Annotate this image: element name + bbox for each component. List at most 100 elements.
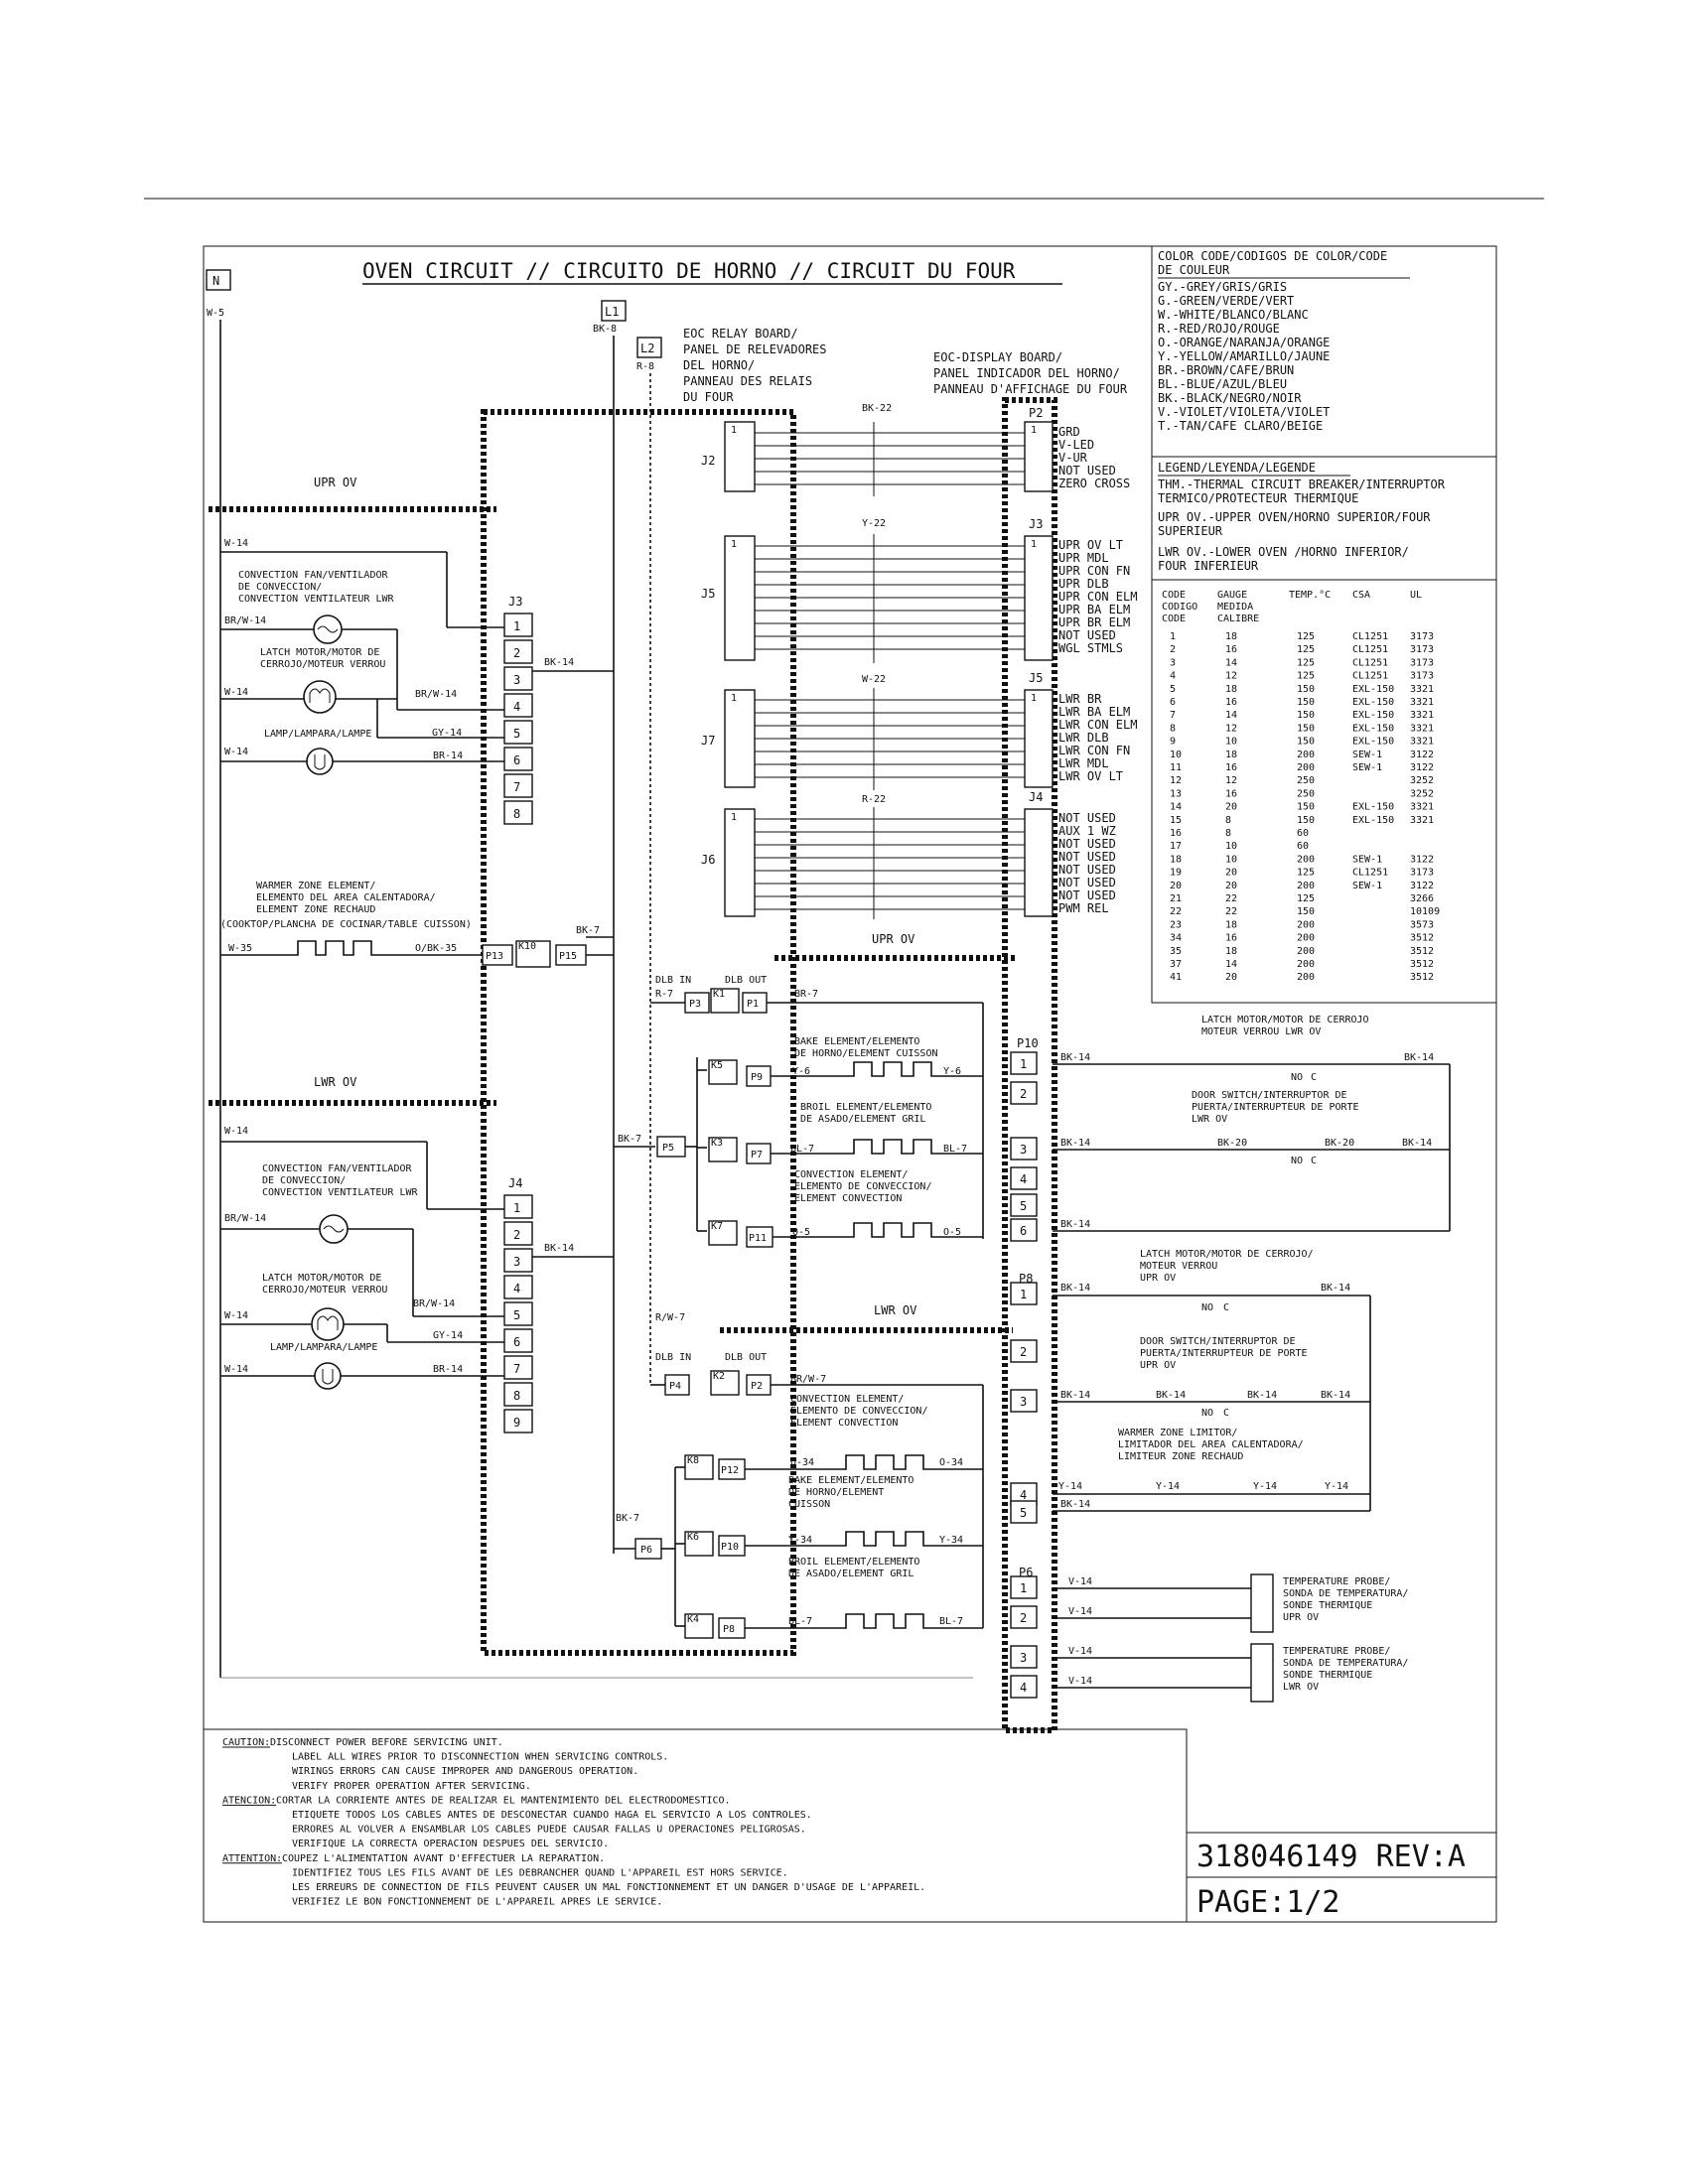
k7-relay bbox=[708, 1220, 738, 1246]
j3-terminal-pin bbox=[503, 800, 533, 825]
p3-connector bbox=[684, 992, 710, 1014]
svg-text:LIMITEUR ZONE RECHAUD: LIMITEUR ZONE RECHAUD bbox=[1118, 1451, 1243, 1462]
upr-section-label-2: UPR OV bbox=[872, 932, 914, 946]
svg-text:UPR BA ELM: UPR BA ELM bbox=[1058, 603, 1130, 616]
dlb-out-lwr-label: DLB OUT bbox=[725, 1352, 767, 1363]
j3-terminal-pin bbox=[503, 747, 533, 771]
convection-element-upr-icon bbox=[773, 1222, 983, 1238]
code-table-cell: 14 bbox=[1225, 959, 1237, 970]
no-label-4: NO bbox=[1201, 1408, 1213, 1419]
terminal-l2 bbox=[636, 337, 662, 358]
code-table-cell: 10109 bbox=[1410, 906, 1440, 917]
svg-text:J6: J6 bbox=[701, 853, 715, 867]
code-table-header: CALIBRE bbox=[1217, 614, 1259, 624]
ribbon-j2-p2: 1 1 BK-22 J2 P2 bbox=[701, 403, 1054, 496]
code-table-cell: 60 bbox=[1297, 841, 1309, 852]
latch-motor-upr-label: LATCH MOTOR/MOTOR DE CERROJO/MOTEUR VERR… bbox=[260, 647, 385, 670]
svg-text:NOT USED: NOT USED bbox=[1058, 876, 1116, 889]
j4-terminal-pin bbox=[503, 1382, 533, 1407]
caution-heading: ATTENTION: bbox=[222, 1853, 282, 1864]
svg-text:BK-22: BK-22 bbox=[862, 403, 892, 414]
wire-y14-right-label: Y-14 bbox=[1325, 1481, 1348, 1492]
svg-text:DE COULEUR: DE COULEUR bbox=[1158, 263, 1230, 277]
code-table-cell: 10 bbox=[1170, 750, 1182, 760]
code-table-cell: 3512 bbox=[1410, 933, 1434, 944]
code-table-cell: 7 bbox=[1170, 710, 1176, 721]
code-table-header: MEDIDA bbox=[1217, 602, 1253, 613]
svg-text:WGL STMLS: WGL STMLS bbox=[1058, 641, 1123, 655]
code-table-cell: 3173 bbox=[1410, 644, 1434, 655]
code-table-cell: 18 bbox=[1225, 919, 1237, 930]
svg-text:SONDA DE TEMPERATURA/: SONDA DE TEMPERATURA/ bbox=[1283, 1658, 1408, 1669]
code-table-cell: EXL-150 bbox=[1352, 697, 1394, 708]
svg-text:P10: P10 bbox=[721, 1542, 739, 1553]
code-table-cell: 18 bbox=[1225, 946, 1237, 957]
svg-text:LIMITADOR DEL AREA CALENTADORA: LIMITADOR DEL AREA CALENTADORA/ bbox=[1118, 1439, 1304, 1450]
j4-terminal-pin-number: 9 bbox=[513, 1416, 520, 1430]
color-code-block: COLOR CODE/CODIGOS DE COLOR/CODE DE COUL… bbox=[1158, 249, 1410, 433]
svg-text:TEMPERATURE PROBE/: TEMPERATURE PROBE/ bbox=[1283, 1576, 1390, 1587]
svg-text:DOOR SWITCH/INTERRUPTOR DE: DOOR SWITCH/INTERRUPTOR DE bbox=[1192, 1090, 1347, 1101]
diagram-title: OVEN CIRCUIT // CIRCUITO DE HORNO // CIR… bbox=[362, 259, 1016, 283]
svg-text:PANNEAU D'AFFICHAGE DU FOUR: PANNEAU D'AFFICHAGE DU FOUR bbox=[933, 382, 1128, 396]
caution-line: VERIFIEZ LE BON FONCTIONNEMENT DE L'APPA… bbox=[292, 1897, 662, 1908]
p6-pin-number: 1 bbox=[1020, 1581, 1027, 1595]
svg-text:BAKE ELEMENT/ELEMENTO: BAKE ELEMENT/ELEMENTO bbox=[788, 1475, 914, 1486]
j4-terminal-pin bbox=[503, 1194, 533, 1219]
p8-pin bbox=[1010, 1389, 1038, 1413]
lwr-section-label: LWR OV bbox=[314, 1075, 356, 1089]
svg-text:NOT USED: NOT USED bbox=[1058, 464, 1116, 478]
code-table-cell: 3321 bbox=[1410, 802, 1434, 813]
code-table-cell: 200 bbox=[1297, 946, 1315, 957]
j4-terminal-pin bbox=[503, 1301, 533, 1326]
wire-w14-lamp-label: W-14 bbox=[224, 747, 248, 757]
svg-text:DE ASADO/ELEMENT GRIL: DE ASADO/ELEMENT GRIL bbox=[788, 1569, 914, 1579]
svg-text:UPR CON FN: UPR CON FN bbox=[1058, 564, 1130, 578]
svg-text:BR.-BROWN/CAFE/BRUN: BR.-BROWN/CAFE/BRUN bbox=[1158, 363, 1294, 377]
code-table-cell: 16 bbox=[1225, 933, 1237, 944]
p6-pin bbox=[1010, 1675, 1038, 1699]
wire-v14-p6-3-label: V-14 bbox=[1068, 1646, 1092, 1657]
code-table-cell: 3173 bbox=[1410, 671, 1434, 682]
svg-text:LWR DLB: LWR DLB bbox=[1058, 731, 1109, 745]
code-table-cell: 5 bbox=[1170, 684, 1176, 695]
wire-y34-left-label: Y-34 bbox=[788, 1535, 812, 1546]
upr-section-label: UPR OV bbox=[314, 476, 356, 489]
svg-text:J3: J3 bbox=[508, 595, 522, 609]
p6-pin-number: 4 bbox=[1020, 1681, 1027, 1695]
svg-text:DE CONVECCION/: DE CONVECCION/ bbox=[262, 1175, 346, 1186]
svg-text:K5: K5 bbox=[711, 1060, 723, 1071]
svg-text:UPR OV: UPR OV bbox=[1140, 1273, 1176, 1284]
p8-pin bbox=[1010, 1500, 1038, 1524]
wire-y14-left-label: Y-14 bbox=[1156, 1481, 1180, 1492]
code-table-cell: CL1251 bbox=[1352, 631, 1388, 642]
j4-terminal-block: J4 bbox=[508, 1176, 522, 1190]
no-label-3: NO bbox=[1201, 1302, 1213, 1313]
j4-terminal-pin bbox=[503, 1355, 533, 1380]
code-table-cell: 3321 bbox=[1410, 737, 1434, 748]
caution-line: VERIFIQUE LA CORRECTA OPERACION DESPUES … bbox=[292, 1839, 609, 1849]
code-table-cell: 18 bbox=[1170, 854, 1182, 865]
svg-text:NOT USED: NOT USED bbox=[1058, 811, 1116, 825]
svg-text:ELEMENTO DE CONVECCION/: ELEMENTO DE CONVECCION/ bbox=[790, 1406, 927, 1417]
code-table-cell: 3512 bbox=[1410, 946, 1434, 957]
caution-box bbox=[203, 1728, 1188, 1923]
j3-terminal-pin-number: 3 bbox=[513, 673, 520, 687]
code-table-cell: 15 bbox=[1170, 815, 1182, 826]
p8-pin-number: 1 bbox=[1020, 1288, 1027, 1301]
wire-bk8-label: BK-8 bbox=[593, 324, 617, 335]
code-table-cell: 20 bbox=[1225, 802, 1237, 813]
svg-text:J5: J5 bbox=[1029, 671, 1043, 685]
p10-pin-number: 1 bbox=[1020, 1057, 1027, 1071]
caution-heading: CAUTION: bbox=[222, 1737, 270, 1748]
svg-text:PANEL DE RELEVADORES: PANEL DE RELEVADORES bbox=[683, 342, 827, 356]
svg-text:LWR CON FN: LWR CON FN bbox=[1058, 744, 1130, 757]
j3-terminal-pin bbox=[503, 773, 533, 798]
svg-text:UPR OV.-UPPER OVEN/HORNO SUPER: UPR OV.-UPPER OVEN/HORNO SUPERIOR/FOUR bbox=[1158, 510, 1431, 524]
svg-text:DU FOUR: DU FOUR bbox=[683, 390, 734, 404]
svg-text:CONVECTION FAN/VENTILADOR: CONVECTION FAN/VENTILADOR bbox=[238, 570, 388, 581]
code-table-cell: 18 bbox=[1225, 631, 1237, 642]
code-table-cell: EXL-150 bbox=[1352, 684, 1394, 695]
broil-element-lwr-label: BROIL ELEMENT/ELEMENTO DE ASADO/ELEMENT … bbox=[788, 1557, 919, 1579]
